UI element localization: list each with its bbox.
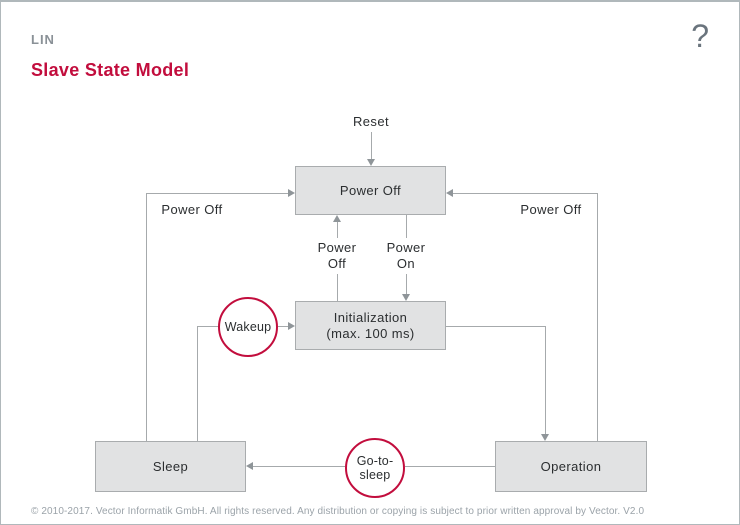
- transition-line-operation-poweroff-h: [453, 193, 598, 194]
- arrowhead-power-off-up: [333, 215, 341, 222]
- initialization-state-sublabel: (max. 100 ms): [326, 325, 415, 341]
- arrowhead-into-initialization: [288, 322, 295, 330]
- transition-line-sleep-wakeup-h: [197, 326, 219, 327]
- reset-label: Reset: [353, 114, 389, 129]
- transition-line-gotosleep-sleep: [253, 466, 345, 467]
- power-off-state-label: Power Off: [339, 182, 402, 198]
- transition-line-sleep-poweroff-h: [146, 193, 289, 194]
- product-label: LIN: [31, 32, 55, 47]
- arrowhead-into-operation: [541, 434, 549, 441]
- initialization-state-box: Initialization (max. 100 ms): [295, 301, 446, 350]
- power-off-mid-line1: Power: [317, 240, 357, 255]
- transition-line-init-operation-v: [545, 326, 546, 434]
- help-icon[interactable]: ?: [691, 18, 709, 54]
- transition-line-sleep-wakeup-v: [197, 326, 198, 441]
- transition-line-sleep-poweroff-v: [146, 193, 147, 441]
- go-to-sleep-event-line1: Go-to-: [356, 454, 394, 468]
- wakeup-event-label: Wakeup: [224, 320, 272, 334]
- page-title: Slave State Model: [31, 60, 190, 80]
- transition-line-operation-gotosleep: [405, 466, 495, 467]
- arrowhead-into-poweroff-left: [288, 189, 295, 197]
- operation-state-box: Operation: [495, 441, 647, 492]
- transition-line-operation-poweroff-v: [597, 193, 598, 441]
- power-off-mid-line2: Off: [327, 256, 347, 271]
- power-on-mid-line2: On: [396, 256, 416, 271]
- power-on-mid-label: Power On: [371, 238, 441, 274]
- power-off-right-label: Power Off: [520, 202, 582, 217]
- operation-state-label: Operation: [540, 458, 602, 474]
- power-off-state-box: Power Off: [295, 166, 446, 215]
- arrowhead-power-on-down: [402, 294, 410, 301]
- arrowhead-into-sleep: [246, 462, 253, 470]
- transition-line-init-operation-h: [446, 326, 546, 327]
- power-off-mid-label: Power Off: [302, 238, 372, 274]
- power-on-mid-line1: Power: [386, 240, 426, 255]
- arrowhead-into-poweroff-right: [446, 189, 453, 197]
- initialization-state-label: Initialization: [333, 309, 408, 325]
- wakeup-event-circle: Wakeup: [218, 297, 278, 357]
- power-off-left-label: Power Off: [161, 202, 223, 217]
- copyright-text: © 2010-2017. Vector Informatik GmbH. All…: [31, 506, 645, 517]
- transition-line-wakeup-init: [278, 326, 289, 327]
- go-to-sleep-event-line2: sleep: [359, 468, 391, 482]
- sleep-state-label: Sleep: [152, 458, 189, 474]
- sleep-state-box: Sleep: [95, 441, 246, 492]
- go-to-sleep-event-circle: Go-to- sleep: [345, 438, 405, 498]
- arrowhead-reset-down: [367, 159, 375, 166]
- transition-line-reset: [371, 132, 372, 159]
